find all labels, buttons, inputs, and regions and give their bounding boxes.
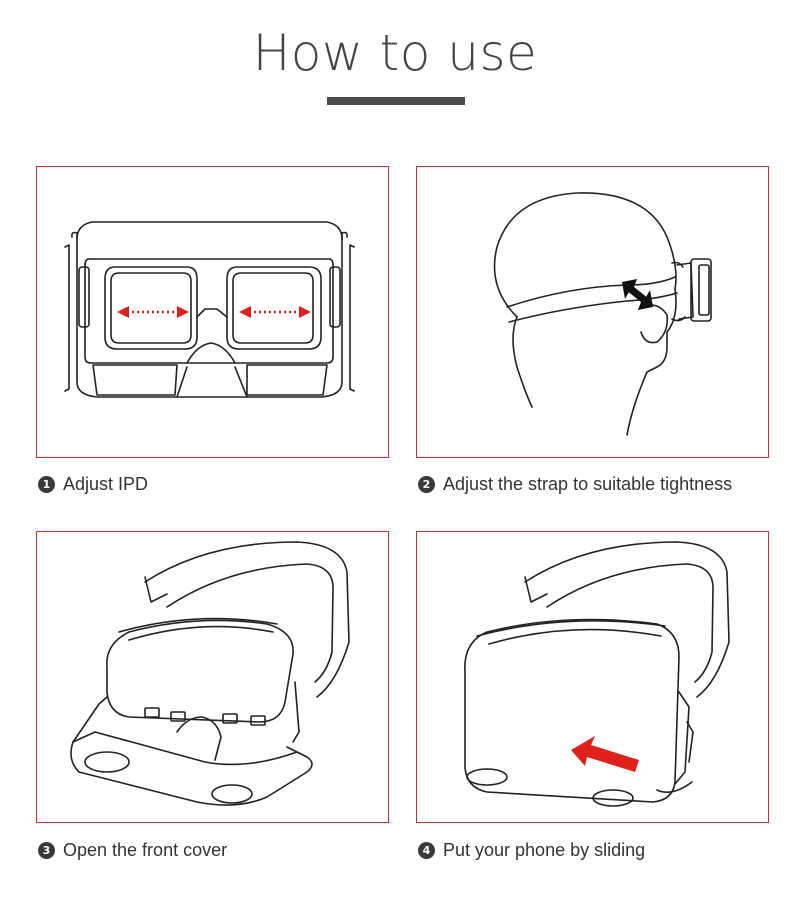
step-2-illustration (416, 166, 769, 458)
step-2-caption: 2 Adjust the strap to suitable tightness (418, 474, 732, 495)
page-title: How to use (0, 24, 790, 82)
step-4-illustration (416, 531, 769, 823)
step-4-caption: 4 Put your phone by sliding (418, 840, 645, 861)
right-ipd-arrow-icon (239, 306, 311, 318)
headset-cover-open-icon (37, 532, 388, 822)
step-label: Put your phone by sliding (443, 840, 645, 861)
step-number-badge: 3 (38, 842, 55, 859)
headset-phone-slide-icon (417, 532, 768, 822)
step-number-badge: 2 (418, 476, 435, 493)
step-1-illustration (36, 166, 389, 458)
step-3-caption: 3 Open the front cover (38, 840, 227, 861)
head-with-strap-icon (417, 167, 768, 457)
step-label: Open the front cover (63, 840, 227, 861)
step-label: Adjust the strap to suitable tightness (443, 474, 732, 495)
step-1-caption: 1 Adjust IPD (38, 474, 148, 495)
step-number-badge: 4 (418, 842, 435, 859)
step-number-badge: 1 (38, 476, 55, 493)
step-label: Adjust IPD (63, 474, 148, 495)
vr-headset-front-icon (37, 167, 388, 457)
left-ipd-arrow-icon (117, 306, 189, 318)
step-3-illustration (36, 531, 389, 823)
title-underline (327, 97, 465, 105)
